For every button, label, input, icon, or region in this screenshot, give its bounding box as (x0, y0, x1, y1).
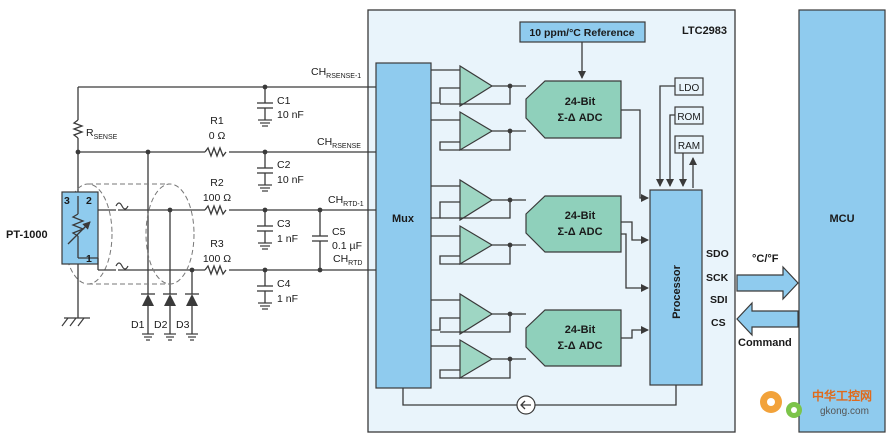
c4-value: 1 nF (277, 293, 298, 305)
c5-value: 0.1 µF (332, 240, 362, 252)
ch-rtd-label: CHRTD (333, 253, 362, 267)
capacitor-c4 (257, 267, 273, 310)
adc-3-line1: 24-Bit (565, 324, 596, 336)
ch-rsense-label: CHRSENSE (317, 136, 361, 150)
d2-label: D2 (154, 319, 168, 331)
adc-1-line2: Σ-Δ ADC (557, 112, 602, 124)
processor-label: Processor (671, 264, 683, 319)
command-label: Command (738, 337, 792, 349)
c2-name: C2 (277, 159, 291, 171)
ldo-label: LDO (679, 83, 700, 94)
c5-name: C5 (332, 226, 346, 238)
diode-d3 (185, 267, 199, 341)
buffer-amp-1b (459, 110, 494, 152)
capacitor-c2 (257, 149, 273, 192)
buffer-amp-2b (459, 224, 494, 266)
r1-name: R1 (210, 115, 224, 127)
output-unit-label: °C/°F (752, 253, 779, 265)
mcu-label: MCU (829, 213, 854, 225)
cs-label: CS (711, 317, 726, 329)
adc-3-line2: Σ-Δ ADC (557, 340, 602, 352)
capacitor-c5 (312, 207, 328, 273)
buffer-amp-1a (459, 64, 494, 108)
sck-label: SCK (706, 272, 729, 284)
sdo-label: SDO (706, 248, 729, 260)
c3-name: C3 (277, 218, 291, 230)
adc-2-line1: 24-Bit (565, 210, 596, 222)
pin-3-label: 3 (64, 195, 70, 207)
ch-rtd-1-label: CHRTD-1 (328, 194, 364, 208)
adc-channel-1: 24-Bit Σ-Δ ADC (431, 64, 649, 202)
watermark-url: gkong.com (820, 406, 869, 417)
capacitor-c1 (257, 84, 273, 127)
adc-channel-3: 24-Bit Σ-Δ ADC (431, 292, 649, 380)
mcu-block (798, 9, 886, 433)
ram-label: RAM (678, 141, 700, 152)
shielded-cable (63, 183, 195, 285)
d1-label: D1 (131, 319, 145, 331)
adc-1-line1: 24-Bit (565, 96, 596, 108)
ram-block (674, 135, 704, 154)
pin-2-label: 2 (86, 195, 92, 207)
c1-value: 10 nF (277, 109, 304, 121)
buffer-amp-3a (459, 292, 494, 336)
diode-d2 (163, 207, 177, 341)
diode-d1 (141, 149, 155, 341)
adc-block-2 (525, 195, 622, 253)
adc-channel-2: 24-Bit Σ-Δ ADC (431, 178, 649, 292)
r3-value: 100 Ω (203, 253, 231, 265)
pin-1-label: 1 (86, 253, 92, 265)
adc-block-1 (525, 80, 622, 139)
c4-name: C4 (277, 278, 291, 290)
watermark-cn-text: 中华工控网 (812, 388, 872, 403)
rom-label: ROM (677, 112, 700, 123)
adc-2-line2: Σ-Δ ADC (557, 226, 602, 238)
buffer-amp-3b (459, 338, 494, 380)
d3-label: D3 (176, 319, 190, 331)
data-out-arrow (736, 265, 799, 301)
pt1000-label: PT-1000 (6, 229, 48, 241)
r3-name: R3 (210, 238, 224, 250)
ch-rsense-1-label: CHRSENSE-1 (311, 66, 361, 80)
r2-value: 100 Ω (203, 192, 231, 204)
c1-name: C1 (277, 95, 291, 107)
rsense-label: RSENSE (86, 127, 118, 141)
capacitor-c3 (257, 207, 273, 250)
c3-value: 1 nF (277, 233, 298, 245)
sdi-label: SDI (710, 294, 728, 306)
command-in-arrow (736, 301, 799, 337)
mux-label: Mux (392, 213, 415, 225)
buffer-amp-2a (459, 178, 494, 222)
chip-name: LTC2983 (682, 25, 727, 37)
gkong-watermark: 中华工控网 gkong.com (760, 388, 872, 418)
r2-name: R2 (210, 177, 224, 189)
r1-value: 0 Ω (209, 130, 226, 142)
pt1000-sensor (61, 191, 116, 327)
mux-block (375, 62, 432, 389)
adc-block-3 (525, 309, 622, 367)
c2-value: 10 nF (277, 174, 304, 186)
reference-label: 10 ppm/°C Reference (529, 27, 634, 39)
